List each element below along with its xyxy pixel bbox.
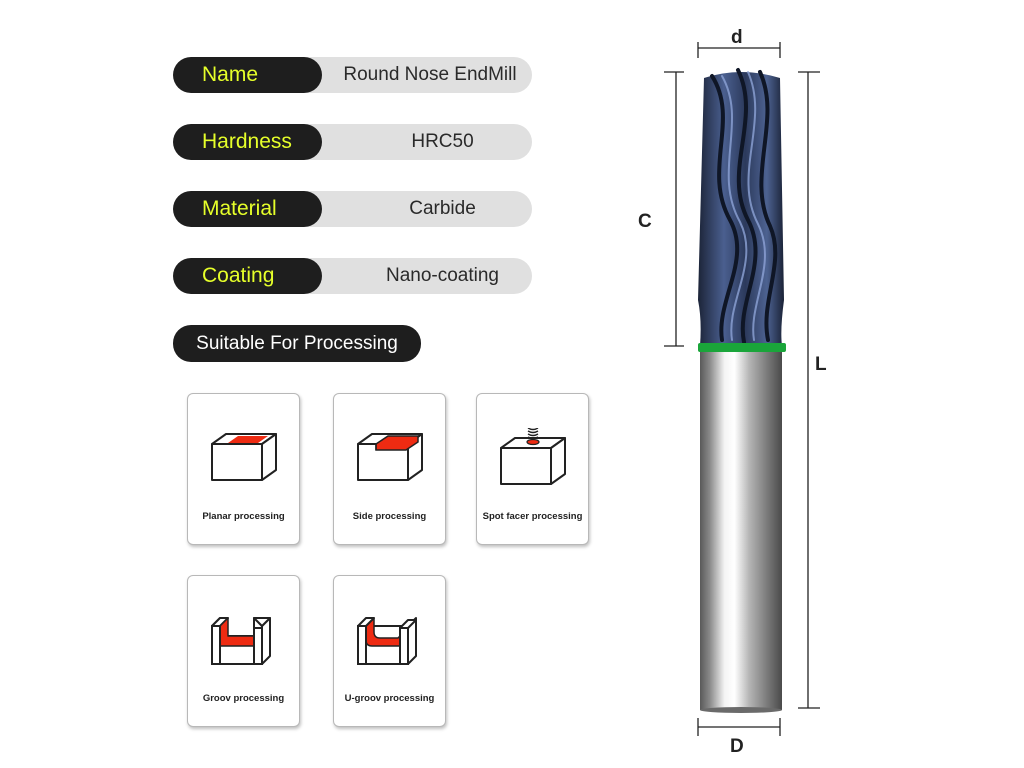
processing-card-groove: Groov processing xyxy=(187,575,300,727)
processing-card-side: Side processing xyxy=(333,393,446,545)
card-label-u-groove: U-groov processing xyxy=(344,693,435,704)
processing-card-u-groove: U-groov processing xyxy=(333,575,446,727)
planar-icon xyxy=(211,433,277,481)
green-ring xyxy=(698,343,786,352)
spec-label-coating: Coating xyxy=(173,258,322,294)
shank xyxy=(700,352,782,713)
spec-row-coating: Nano-coating Coating xyxy=(173,258,532,294)
card-label-spot-facer: Spot facer processing xyxy=(482,511,583,522)
card-label-groove: Groov processing xyxy=(202,693,285,704)
dim-label-l: L xyxy=(815,354,827,375)
spot-facer-icon xyxy=(500,428,566,485)
card-label-planar: Planar processing xyxy=(202,511,285,522)
spec-label-hardness: Hardness xyxy=(173,124,322,160)
spec-row-material: Carbide Material xyxy=(173,191,532,227)
processing-card-planar: Planar processing xyxy=(187,393,300,545)
spec-label-name: Name xyxy=(173,57,322,93)
side-icon xyxy=(357,433,423,481)
suitable-for-processing-heading: Suitable For Processing xyxy=(173,325,421,362)
dim-label-big-d: D xyxy=(730,736,744,757)
groove-icon xyxy=(211,617,271,665)
spec-row-hardness: HRC50 Hardness xyxy=(173,124,532,160)
processing-card-spot-facer: Spot facer processing xyxy=(476,393,589,545)
u-groove-icon xyxy=(357,617,417,665)
spec-row-name: Round Nose EndMill Name xyxy=(173,57,532,93)
fluted-cutting-section xyxy=(698,68,786,352)
dim-label-d: d xyxy=(731,27,743,48)
dimension-lines xyxy=(664,42,820,736)
dim-label-c: C xyxy=(638,211,652,232)
card-label-side: Side processing xyxy=(352,511,427,522)
spec-label-material: Material xyxy=(173,191,322,227)
